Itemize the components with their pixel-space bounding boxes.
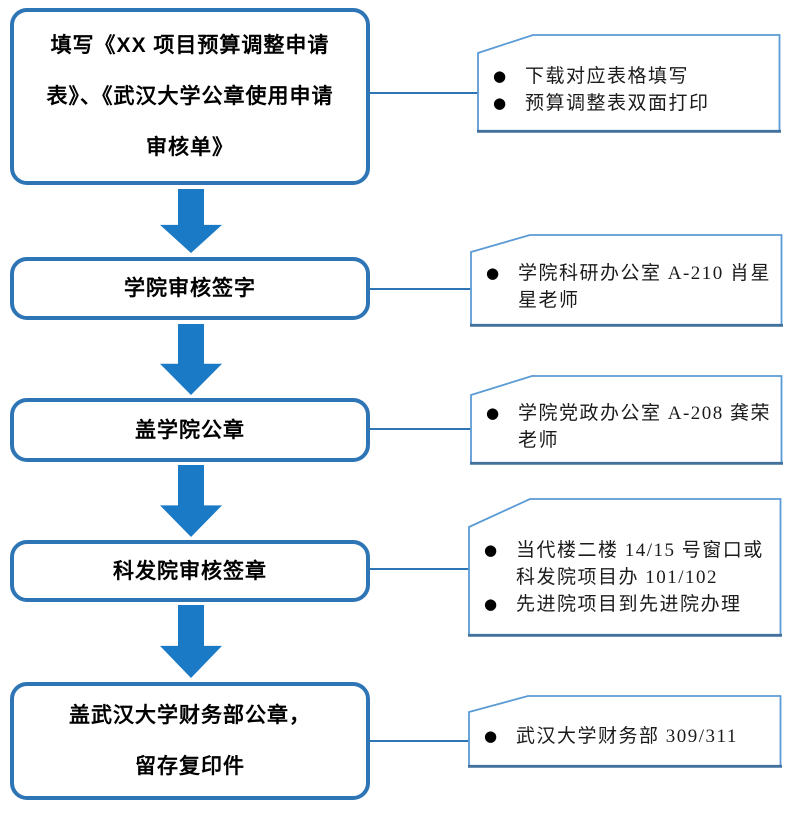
step-box-fill-forms: 填写《XX 项目预算调整申请 表》、《武汉大学公章使用申请 审核单》 <box>10 8 370 185</box>
callout-bullet-item: ● 学院科研办公室 A-210 肖星星老师 <box>482 260 775 314</box>
step-text-line: 填写《XX 项目预算调整申请 <box>50 34 330 57</box>
down-arrow-icon <box>160 605 222 678</box>
bullet-icon: ● <box>486 403 500 422</box>
bullet-icon: ● <box>484 595 498 613</box>
connector-line <box>370 288 471 290</box>
bullet-icon: ● <box>493 66 507 85</box>
callout-bullet-item: ● 武汉大学财务部 309/311 <box>480 723 774 750</box>
step-text-line: 留存复印件 <box>135 755 245 778</box>
callout-item-text: 学院党政办公室 A-208 龚荣老师 <box>518 402 772 451</box>
callout-bullet-item: ● 下载对应表格填写 <box>489 63 773 90</box>
callout-fill-forms-note: ● 下载对应表格填写 ● 预算调整表双面打印 <box>477 34 781 133</box>
down-arrow-icon <box>160 324 222 395</box>
connector-line <box>370 428 471 430</box>
connector-line <box>370 92 478 94</box>
connector-line <box>370 568 469 570</box>
callout-college-review-note: ● 学院科研办公室 A-210 肖星星老师 <box>470 234 783 327</box>
step-box-finance-seal: 盖武汉大学财务部公章， 留存复印件 <box>10 682 370 800</box>
step-text-line: 盖武汉大学财务部公章， <box>69 704 311 727</box>
callout-shape <box>470 234 783 327</box>
step-box-kefayuan-review: 科发院审核签章 <box>10 540 370 602</box>
step-text-line: 学院审核签字 <box>124 277 256 300</box>
callout-college-seal-note: ● 学院党政办公室 A-208 龚荣老师 <box>470 375 783 465</box>
bullet-icon: ● <box>484 541 498 559</box>
callout-item-text: 武汉大学财务部 309/311 <box>516 726 738 747</box>
step-box-college-seal: 盖学院公章 <box>10 398 370 462</box>
callout-shape <box>477 34 781 133</box>
callout-bullet-item: ● 先进院项目到先进院办理 <box>480 591 774 618</box>
callout-finance-note: ● 武汉大学财务部 309/311 <box>468 695 782 768</box>
callout-bullet-item: ● 当代楼二楼 14/15 号窗口或科发院项目办 101/102 <box>480 537 774 591</box>
callout-shape <box>468 498 782 637</box>
callout-bullet-item: ● 学院党政办公室 A-208 龚荣老师 <box>482 400 775 454</box>
step-text-line: 表》、《武汉大学公章使用申请 <box>46 85 334 108</box>
callout-item-text: 预算调整表双面打印 <box>525 92 710 114</box>
callout-shape <box>468 695 782 768</box>
callout-kefayuan-note: ● 当代楼二楼 14/15 号窗口或科发院项目办 101/102 ● 先进院项目… <box>468 498 782 637</box>
bullet-icon: ● <box>484 727 498 745</box>
step-text-line: 审核单》 <box>146 136 234 159</box>
callout-bullet-item: ● 预算调整表双面打印 <box>489 90 773 117</box>
callout-shape <box>470 375 783 465</box>
down-arrow-icon <box>160 465 222 537</box>
step-text-line: 盖学院公章 <box>135 418 245 442</box>
callout-item-text: 学院科研办公室 A-210 肖星星老师 <box>518 262 772 311</box>
down-arrow-icon <box>160 189 222 253</box>
step-text-line: 科发院审核签章 <box>113 559 267 583</box>
bullet-icon: ● <box>493 93 507 112</box>
connector-line <box>370 740 469 742</box>
step-box-college-review: 学院审核签字 <box>10 257 370 320</box>
callout-item-text: 先进院项目到先进院办理 <box>516 594 742 615</box>
bullet-icon: ● <box>486 263 500 282</box>
callout-item-text: 下载对应表格填写 <box>525 65 690 87</box>
callout-item-text: 当代楼二楼 14/15 号窗口或科发院项目办 101/102 <box>516 540 764 588</box>
